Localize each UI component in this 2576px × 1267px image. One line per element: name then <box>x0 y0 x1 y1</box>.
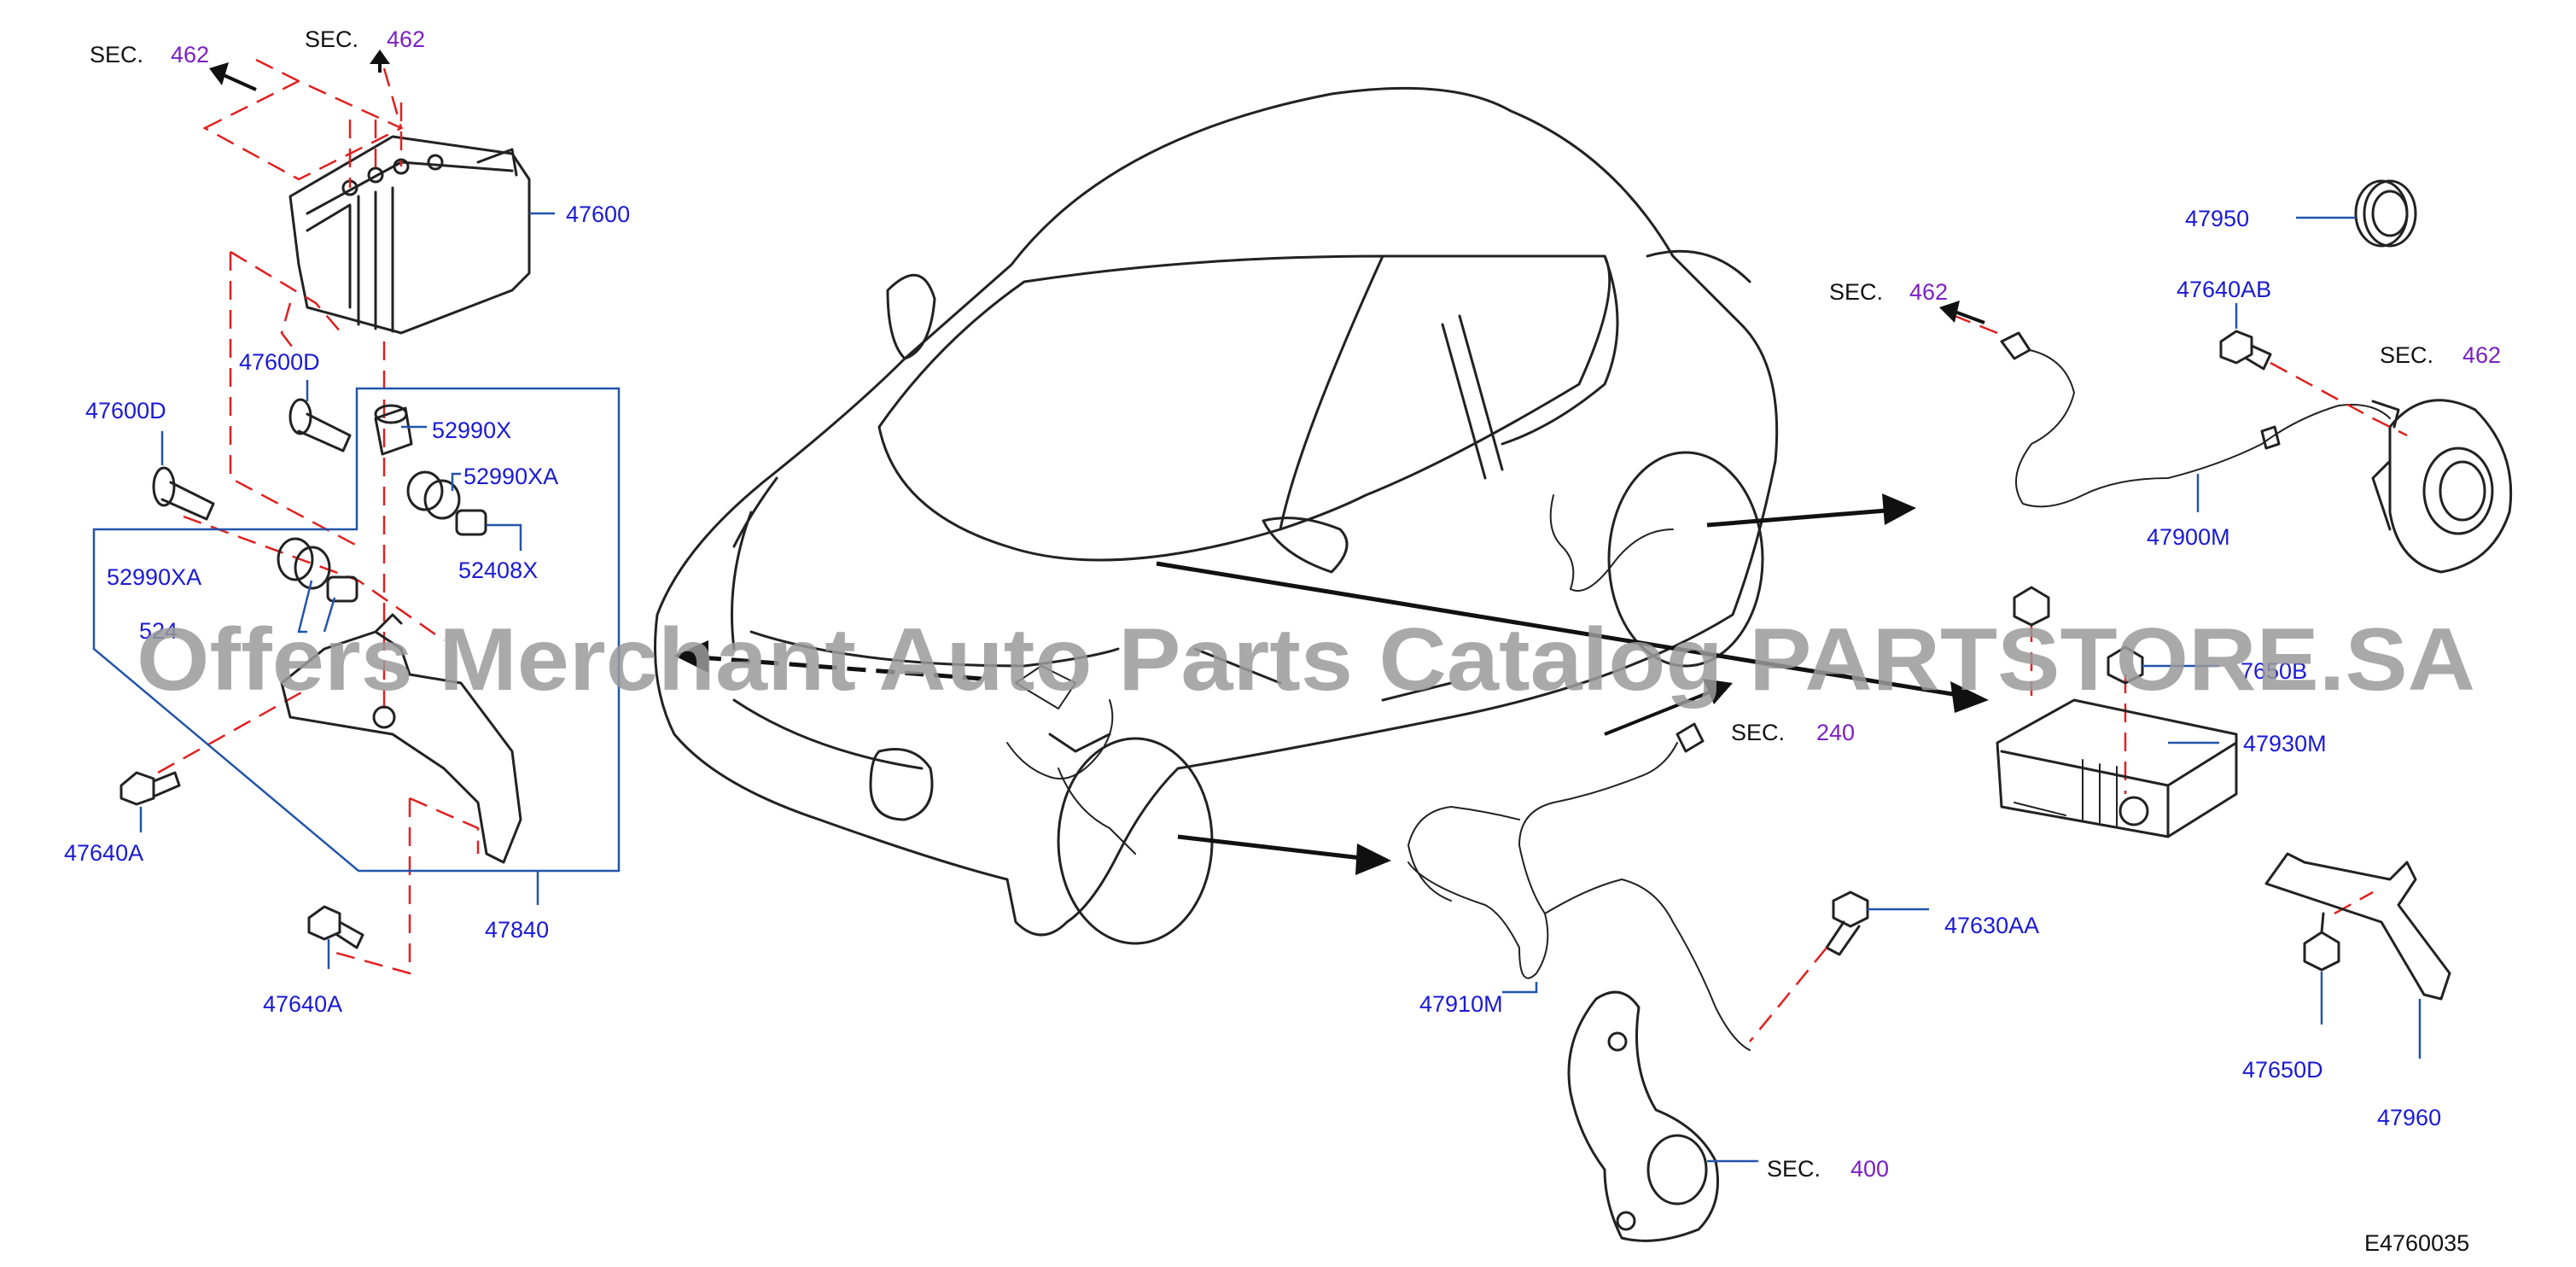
rear-wheel-sensor-47900m <box>2000 331 2400 508</box>
rear-hub-assembly <box>2371 399 2513 574</box>
part-label-52408x-lower[interactable]: 524 <box>139 618 178 644</box>
part-label-47950[interactable]: 47950 <box>2185 206 2249 231</box>
bolt-47600d-upper <box>288 398 352 452</box>
part-label-47600d-upper[interactable]: 47600D <box>239 349 320 375</box>
bracket-frame-lines <box>92 387 621 873</box>
sec-label: SEC. <box>305 26 358 52</box>
nut-47650b <box>2107 645 2144 685</box>
part-label-47640ab[interactable]: 47640AB <box>2177 277 2271 302</box>
part-label-47960[interactable]: 47960 <box>2377 1105 2441 1130</box>
section-ref-462-b[interactable]: SEC. 462 <box>305 26 425 52</box>
collar-52408x-upper <box>455 509 487 536</box>
section-arrows <box>209 50 1985 324</box>
vehicle-outline <box>654 86 1779 945</box>
bracket-47960 <box>2264 852 2451 1001</box>
section-ref-462-a[interactable]: SEC. 462 <box>90 42 209 67</box>
yaw-rate-sensor-47930m <box>1996 698 2238 838</box>
diagram-code: E4760035 <box>2364 1230 2469 1256</box>
sec-number: 462 <box>171 42 209 67</box>
seal-47950 <box>2354 179 2417 248</box>
abs-mounting-dashes <box>157 58 480 975</box>
sec-number: 240 <box>1816 720 1855 745</box>
bushing-52990x <box>374 404 413 456</box>
bracket-47840 <box>280 613 522 864</box>
sec-number: 462 <box>387 26 425 52</box>
pointer-arrows <box>674 493 1989 875</box>
part-label-47600d-lower[interactable]: 47600D <box>85 398 166 423</box>
part-label-52408x-upper[interactable]: 52408X <box>458 558 538 583</box>
part-label-47840[interactable]: 47840 <box>485 917 549 943</box>
part-label-47600[interactable]: 47600 <box>566 201 630 227</box>
part-label-47900m[interactable]: 47900M <box>2147 524 2230 550</box>
bolt-47630aa <box>1825 890 1869 956</box>
section-ref-240[interactable]: SEC. 240 <box>1731 720 1855 745</box>
sec-label: SEC. <box>2380 342 2433 368</box>
bolt-47600d-lower <box>152 466 215 521</box>
sec-label: SEC. <box>1731 720 1785 745</box>
bushing-52990xa-upper <box>406 470 461 520</box>
part-labels: 47600 47600D 47600D 52990X 52990XA 52408… <box>64 201 2441 1130</box>
watermark-text: Offers Merchant Auto Parts Catalog PARTS… <box>137 610 2475 709</box>
nut-47650b-upper <box>2013 586 2050 627</box>
collar-52408x-lower <box>326 575 358 603</box>
sec-number: 400 <box>1850 1156 1889 1182</box>
bolt-47650d <box>2303 912 2340 972</box>
part-label-47650d[interactable]: 47650D <box>2242 1057 2323 1083</box>
rear-sensor-dashes <box>1954 314 2408 915</box>
part-label-47910m[interactable]: 47910M <box>1419 991 1503 1017</box>
bushing-52990xa-lower <box>277 537 331 590</box>
part-label-47650b[interactable]: 7650B <box>2241 658 2307 684</box>
section-ref-400[interactable]: SEC. 400 <box>1767 1156 1889 1182</box>
sec-label: SEC. <box>1829 279 1883 305</box>
bolt-47640a-lower <box>307 905 364 949</box>
steering-knuckle <box>1567 990 1719 1242</box>
part-label-52990xa-lower[interactable]: 52990XA <box>107 564 201 590</box>
sec-label: SEC. <box>1767 1156 1821 1182</box>
leader-lines <box>139 212 2422 1163</box>
part-label-52990x[interactable]: 52990X <box>432 417 511 443</box>
section-ref-462-c[interactable]: SEC. 462 <box>1829 279 1948 305</box>
front-sensor-dashes <box>1749 947 1827 1042</box>
part-label-47640a-upper[interactable]: 47640A <box>64 840 143 866</box>
section-ref-462-d[interactable]: SEC. 462 <box>2380 342 2501 368</box>
part-label-47930m[interactable]: 47930M <box>2243 731 2327 756</box>
sec-number: 462 <box>1909 279 1948 305</box>
part-label-47640a-lower[interactable]: 47640A <box>263 991 342 1017</box>
front-sensor-47910m <box>1407 722 1751 1051</box>
sec-label: SEC. <box>90 42 143 67</box>
part-label-47630aa[interactable]: 47630AA <box>1944 913 2039 938</box>
bolt-47640a-upper <box>119 771 181 806</box>
bolt-47640ab <box>2219 330 2272 371</box>
sec-number: 462 <box>2462 342 2501 368</box>
part-label-52990xa-upper[interactable]: 52990XA <box>463 464 558 489</box>
